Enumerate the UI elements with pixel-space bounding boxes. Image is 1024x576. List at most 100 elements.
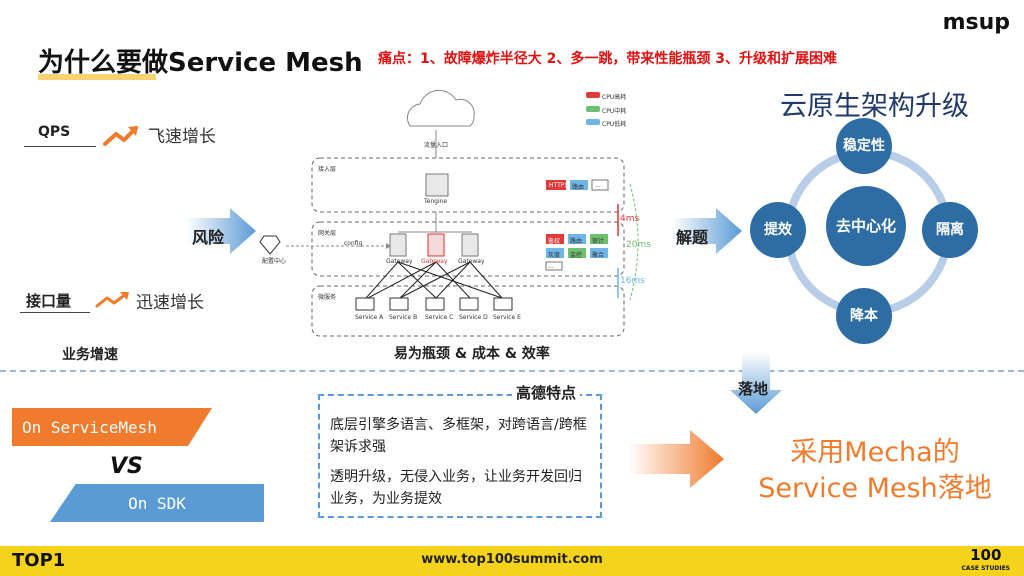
- risk-arrow-icon: [186, 208, 256, 254]
- cost-node: 降本: [836, 288, 892, 344]
- gateway-tag: [545, 261, 563, 271]
- legend-mid-label: CPU中耗: [602, 108, 627, 115]
- service-icon: [389, 297, 409, 311]
- qps-label: QPS: [38, 124, 71, 140]
- legend-low-swatch: [586, 119, 600, 125]
- efficiency-node: 提效: [750, 202, 806, 258]
- on-sdk-tag: On SDK: [50, 484, 264, 522]
- gateway-tag-audit: 审计: [592, 238, 605, 245]
- access-layer-label: 接入层: [318, 166, 337, 173]
- gateway-2-label: Gateway: [421, 258, 448, 265]
- gateway-server-icon: [427, 233, 445, 257]
- gateway-tag-gray: 灰度: [548, 252, 561, 259]
- qps-divider: [24, 146, 96, 147]
- solve-arrow-icon: [672, 208, 742, 254]
- stability-node: 稳定性: [836, 118, 892, 174]
- access-tag-more: ...: [595, 182, 601, 189]
- config-link-label: config: [344, 240, 363, 247]
- gateway-tag-more: ...: [548, 263, 554, 270]
- gateway-tag-aggregate: 聚合: [592, 252, 605, 259]
- access-tag: [591, 179, 609, 191]
- gaode-feature-1: 底层引擎多语言、多框架，对跨语言/跨框架诉求强: [330, 417, 587, 455]
- case-studies-text: CASE STUDIES: [961, 565, 1010, 572]
- tengine-server-icon: [425, 173, 449, 197]
- landing-label: 落地: [738, 380, 769, 398]
- qps-desc: 飞速增长: [148, 127, 216, 147]
- trend-up-icon: [103, 126, 138, 146]
- section-divider: [0, 370, 1024, 372]
- landing-arrow-icon: [730, 352, 782, 414]
- service-icon: [459, 297, 479, 311]
- gateway-tag-route: 路由: [570, 238, 583, 245]
- pain-points: 痛点：1、故障爆炸半径大 2、多一跳，带来性能瓶颈 3、升级和扩展困难: [378, 51, 837, 67]
- service-a-label: Service A: [355, 314, 384, 321]
- gateway-tag: [568, 234, 586, 244]
- title-highlight: [38, 74, 156, 80]
- microservice-layer-box: [311, 285, 625, 337]
- gateway-layer-box: [311, 221, 625, 277]
- access-tag: [570, 180, 588, 190]
- gateway-tag: [590, 248, 608, 258]
- legend-high-swatch: [586, 92, 600, 98]
- top100-logo: TOP1: [12, 550, 66, 571]
- api-desc: 迅速增长: [136, 293, 204, 313]
- service-c-label: Service C: [425, 314, 454, 321]
- gateway-server-icon: [389, 233, 407, 257]
- service-e-label: Service E: [493, 314, 521, 321]
- latency-20ms-marker: [629, 183, 639, 301]
- gateway-tag: [546, 234, 564, 244]
- gaode-feature-2: 透明升级，无侵入业务，让业务开发回归业务，为业务提效: [330, 469, 582, 507]
- gaode-features-box: [318, 394, 602, 518]
- api-divider: [20, 312, 90, 313]
- gateway-tag-monitor: 监控: [570, 252, 583, 259]
- diagram-caption: 易为瓶颈 & 成本 & 效率: [394, 346, 550, 362]
- gateway-1-label: Gateway: [386, 258, 413, 265]
- case-studies-number: 100: [970, 546, 1002, 564]
- config-center-label: 配置中心: [262, 258, 287, 265]
- legend-low-label: CPU低耗: [602, 121, 627, 128]
- msup-logo: msup: [942, 10, 1010, 35]
- traffic-entry-label: 流量入口: [424, 142, 449, 149]
- microservice-layer-label: 微服务: [318, 294, 337, 301]
- result-line-1: 采用Mecha的: [790, 437, 960, 468]
- tengine-label: Tengine: [424, 198, 448, 205]
- access-tag-https: HTTPS: [549, 182, 569, 189]
- gateway-tag-auth: 鉴权: [548, 238, 561, 245]
- access-layer-box: [311, 157, 625, 213]
- gateway-layer-label: 网关层: [318, 230, 337, 237]
- legend-high-label: CPU高耗: [602, 94, 627, 101]
- solve-label: 解题: [676, 228, 709, 247]
- service-icon: [355, 297, 375, 311]
- gateway-tag: [568, 248, 586, 258]
- service-icon: [425, 297, 445, 311]
- result-arrow-icon: [628, 430, 724, 488]
- risk-label: 风险: [192, 228, 225, 247]
- gaode-features-title: 高德特点: [512, 382, 581, 403]
- cloud-native-title: 云原生架构升级: [780, 91, 969, 122]
- config-center-icon: [259, 235, 281, 255]
- gateway-tag: [546, 248, 564, 258]
- cloud-icon: [406, 89, 475, 127]
- center-node: 去中心化: [826, 186, 906, 266]
- page-title: 为什么要做Service Mesh: [38, 48, 363, 78]
- isolation-node: 隔离: [922, 202, 978, 258]
- case-studies-logo: 100 CASE STUDIES: [962, 548, 1010, 576]
- trend-up-icon: [95, 292, 129, 308]
- architecture-diagram: [259, 89, 639, 337]
- footer-url[interactable]: www.top100summit.com: [421, 552, 603, 567]
- gateway-tag: [590, 234, 608, 244]
- access-tag: [546, 180, 566, 190]
- gateway-server-icon: [461, 233, 479, 257]
- legend-mid-swatch: [586, 106, 600, 112]
- vs-label: VS: [110, 454, 143, 479]
- latency-4ms-label: 4ms: [620, 214, 640, 224]
- latency-20ms-label: 20ms: [626, 240, 651, 250]
- access-tag-route: 路由: [572, 184, 585, 191]
- footer-bar: [0, 546, 1024, 576]
- gateway-3-label: Gateway: [458, 258, 485, 265]
- service-b-label: Service B: [389, 314, 418, 321]
- result-line-2: Service Mesh落地: [758, 473, 992, 504]
- service-icon: [493, 297, 513, 311]
- biz-speed-label: 业务增速: [62, 347, 118, 363]
- service-d-label: Service D: [459, 314, 488, 321]
